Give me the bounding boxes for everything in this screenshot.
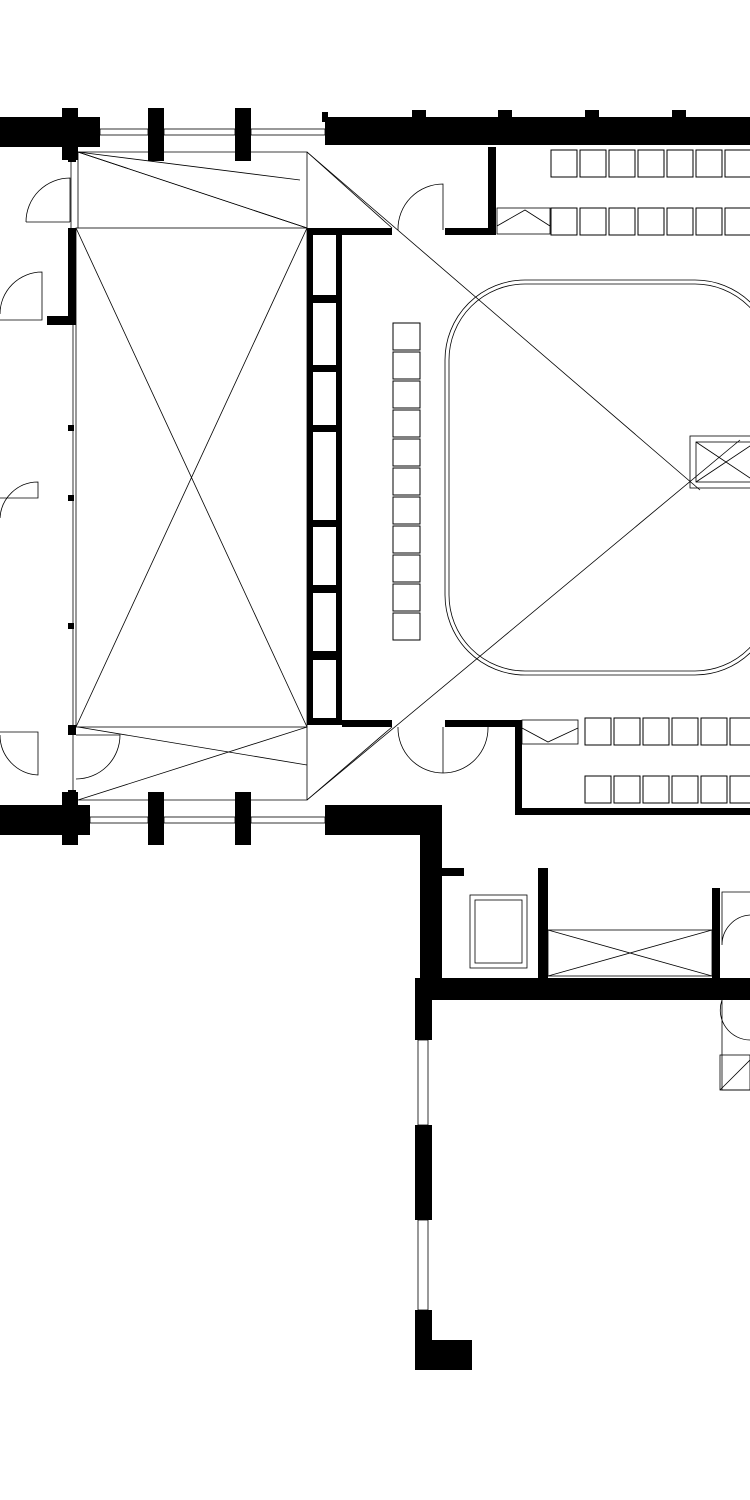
seat — [392, 438, 421, 467]
windows — [89, 128, 429, 1311]
seat — [392, 467, 421, 496]
seat — [671, 775, 699, 804]
seat — [550, 149, 578, 178]
seat — [729, 775, 750, 804]
stair-and-void-lines — [75, 151, 750, 1091]
seat — [613, 717, 641, 746]
seat — [392, 380, 421, 409]
seat — [579, 149, 607, 178]
seat — [666, 207, 694, 236]
seat — [700, 775, 728, 804]
seat — [584, 717, 612, 746]
seat — [724, 149, 750, 178]
seating — [392, 149, 750, 804]
seat — [392, 409, 421, 438]
seat — [671, 717, 699, 746]
seat — [392, 583, 421, 612]
doors — [0, 177, 750, 1091]
seat — [550, 207, 578, 236]
seat — [579, 207, 607, 236]
interior-walls — [47, 147, 750, 815]
seat — [613, 775, 641, 804]
seat — [724, 207, 750, 236]
seat — [695, 149, 723, 178]
exterior-walls — [0, 108, 750, 1370]
seat — [392, 612, 421, 641]
seat — [637, 149, 665, 178]
seat — [642, 717, 670, 746]
seat — [608, 207, 636, 236]
seat — [642, 775, 670, 804]
seat — [392, 322, 421, 351]
seat — [666, 149, 694, 178]
arena-floor — [444, 279, 750, 676]
seat — [392, 351, 421, 380]
seat — [729, 717, 750, 746]
seat — [584, 775, 612, 804]
seat — [700, 717, 728, 746]
seat — [392, 554, 421, 583]
seat — [695, 207, 723, 236]
seat — [392, 496, 421, 525]
seat — [392, 525, 421, 554]
seat — [608, 149, 636, 178]
seat — [637, 207, 665, 236]
